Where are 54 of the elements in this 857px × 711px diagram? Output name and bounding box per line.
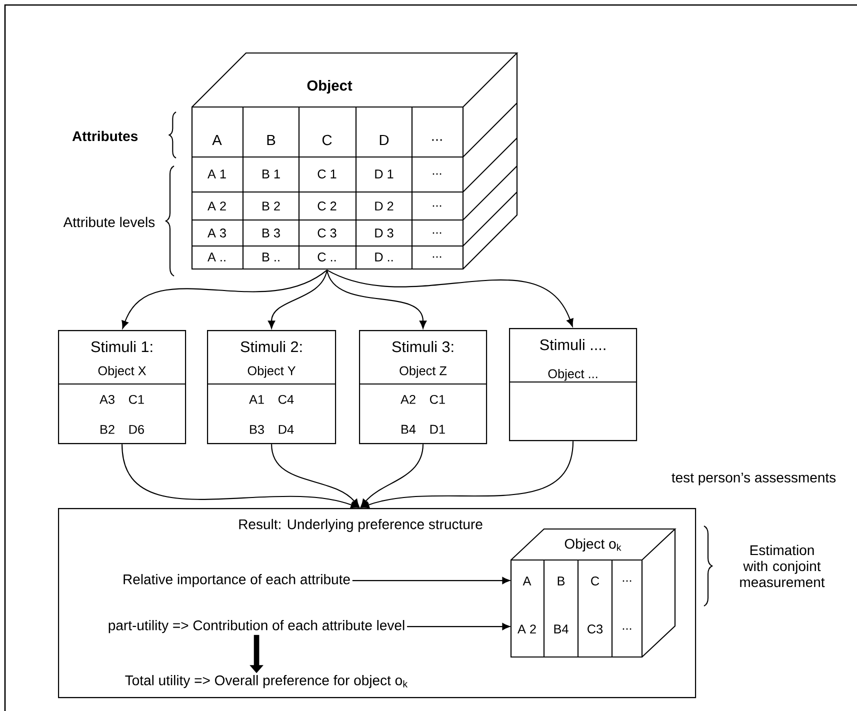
table-cell: A 1 (208, 170, 226, 178)
table-cell: ... (432, 139, 442, 141)
table-cell: D (380, 134, 389, 146)
arrow (361, 441, 574, 508)
table-cell: ... (432, 256, 442, 258)
result-text: Total utility => Overall preference for object o$_{k}$ (125, 675, 408, 688)
table-cell: C .. (318, 252, 336, 262)
table-cell: C (591, 576, 600, 586)
table-cell: ... (622, 580, 632, 582)
table-cell: B 2 (262, 202, 280, 210)
table-cell: C 2 (318, 202, 336, 210)
table-cell: C 3 (318, 228, 336, 238)
table-cell: D 3 (375, 228, 394, 238)
table-cell: B (267, 134, 276, 146)
row-label: Attribute levels (63, 216, 155, 228)
arrow (407, 623, 510, 630)
table-cell: ... (622, 628, 632, 630)
stimulus-box: Stimuli 1: Object X A3 C1 B2 D6 (58, 330, 186, 444)
table-cell: C 1 (318, 170, 336, 178)
table-cell: ... (432, 173, 442, 175)
result-text: part-utility => Contribution of each attribute level (108, 620, 404, 634)
table-cell: A 2 (208, 202, 226, 210)
row-label: Attributes (72, 130, 138, 142)
table-cell: B 1 (262, 170, 280, 178)
arrow (268, 270, 328, 329)
table-cell: C3 (588, 624, 603, 634)
table-cell: C (322, 134, 332, 146)
table-cell: A .. (208, 252, 226, 262)
table-cell: D 1 (375, 170, 394, 178)
arrow (271, 444, 360, 508)
table-cell: B (558, 576, 565, 586)
stimulus-box: Stimuli 2: Object Y A1 C4 B3 D4 (207, 330, 336, 444)
arrow (122, 270, 328, 329)
stimulus-box: Stimuli 3: Object Z A2 C1 B4 D1 (359, 330, 488, 444)
arrow (360, 444, 424, 508)
annotation: test person’s assessments (672, 472, 836, 486)
table-cell: ... (432, 232, 442, 234)
arrow (122, 444, 359, 508)
table-cell: B4 (554, 624, 568, 634)
arrow (326, 270, 427, 329)
table-cell: A 3 (208, 228, 226, 238)
result-text: Relative importance of each attribute (124, 574, 350, 588)
table-cell: D .. (375, 252, 393, 262)
side-note: Estimation with conjoint measurement (740, 544, 825, 588)
table-cell: ... (432, 205, 442, 207)
table-cell: B 3 (262, 228, 280, 238)
table-cell: D 2 (375, 202, 394, 210)
table-cell: A (522, 576, 532, 586)
table-cell: A 2 (518, 624, 536, 634)
table-cell: A (212, 134, 222, 146)
arrow (352, 577, 510, 584)
arrow (326, 270, 574, 327)
table-cell: B .. (262, 252, 280, 262)
stimulus-box: Stimuli .... Object ... (509, 328, 638, 442)
